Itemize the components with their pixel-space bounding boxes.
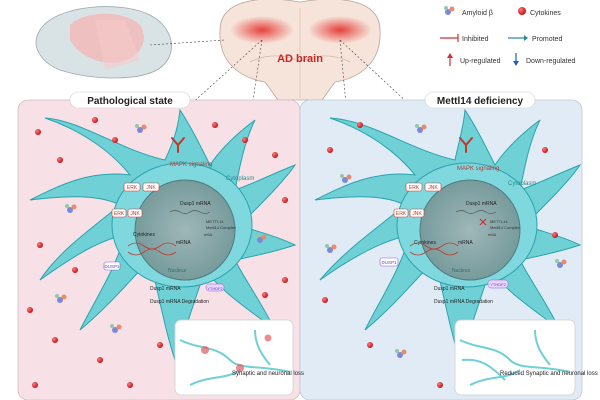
right-dna-helix bbox=[409, 242, 459, 256]
right-cytokines bbox=[322, 122, 558, 388]
left-mrna-label: mRNA bbox=[176, 240, 191, 246]
left-cytokines bbox=[27, 117, 288, 388]
left-dusp1-protein: DUSP1 bbox=[104, 264, 120, 269]
right-cross-icon bbox=[479, 218, 487, 226]
legend-amyloid: Amyloid β bbox=[462, 10, 493, 17]
right-dusp1-mrna-top: Dusp1 mRNA bbox=[466, 201, 497, 207]
left-erk-label: ERK bbox=[127, 185, 138, 191]
left-mettl14-sub: Mettl14 Complex bbox=[206, 225, 236, 230]
right-pjnk-label: JNK bbox=[412, 211, 422, 217]
right-mrna-label: mRNA bbox=[458, 240, 473, 246]
down-arrow-icon bbox=[513, 53, 519, 66]
left-cytokines-label: Cytokines bbox=[133, 232, 155, 238]
mouse-brain-sketch bbox=[35, 6, 172, 79]
left-m6a-label: m6A bbox=[204, 232, 213, 237]
left-nucleus-label: Nucleus bbox=[168, 268, 187, 274]
left-ythdf2-label: YTHDF2 bbox=[207, 286, 223, 291]
left-cytoplasm-label: Cytoplasm bbox=[226, 176, 254, 182]
left-inset-neurons bbox=[179, 329, 291, 386]
left-panel-title: Pathological state bbox=[87, 96, 173, 107]
legend-inhibited: Inhibited bbox=[462, 36, 489, 43]
right-nucleus bbox=[419, 179, 521, 281]
up-arrow-icon bbox=[447, 53, 453, 66]
legend-promoted: Promoted bbox=[532, 36, 562, 43]
right-panel-title: Mettl14 deficiency bbox=[437, 96, 524, 107]
right-m6a-label: m6A bbox=[488, 232, 497, 237]
right-mapk-label: MAPK signaling bbox=[457, 166, 499, 172]
left-mettl14-label: METTL14 bbox=[206, 219, 224, 224]
right-mettl14-sub: Mettl14 Complex bbox=[490, 225, 520, 230]
right-ythdf2-label: YTHDF2 bbox=[490, 282, 506, 287]
coronal-brain-section bbox=[219, 0, 381, 101]
left-nucleus bbox=[134, 179, 236, 281]
right-dusp1-mrna-bottom: Dusp1 mRNA bbox=[434, 286, 465, 292]
right-inset-label: Reduced Synaptic and neuronal loss bbox=[500, 371, 598, 377]
right-inset bbox=[454, 319, 576, 396]
legend: Amyloid β Cytokines Inhibited Promoted U… bbox=[440, 6, 576, 66]
left-dusp1-mrna-top: Dusp1 mRNA bbox=[180, 201, 211, 207]
right-perk-label: ERK bbox=[396, 211, 407, 217]
cytokine-icon bbox=[518, 7, 526, 15]
left-inset-label: Synaptic and neuronal loss bbox=[232, 371, 304, 377]
promoted-icon bbox=[508, 35, 528, 41]
right-erk-label: ERK bbox=[409, 185, 420, 191]
left-receptor-icon bbox=[171, 137, 185, 153]
left-degradation-label: Dusp1 mRNA Degradation bbox=[150, 299, 209, 305]
left-perk-label: ERK bbox=[114, 211, 125, 217]
legend-downregulated: Down-regulated bbox=[526, 58, 576, 65]
legend-upregulated: Up-regulated bbox=[460, 58, 501, 65]
right-cytokines-label: Cytokines bbox=[414, 240, 436, 246]
amyloid-clusters bbox=[55, 124, 567, 358]
left-dusp1-mrna-bottom: Dusp1 mRNA bbox=[150, 286, 181, 292]
right-jnk-label: JNK bbox=[428, 185, 438, 191]
right-inset-neurons bbox=[459, 329, 571, 386]
right-cytoplasm-label: Cytoplasm bbox=[508, 181, 536, 187]
brain-label: AD brain bbox=[277, 53, 323, 65]
right-nucleus-label: Nucleus bbox=[452, 268, 471, 274]
left-jnk-label: JNK bbox=[146, 185, 156, 191]
left-pjnk-label: JNK bbox=[130, 211, 140, 217]
amyloid-icon bbox=[444, 6, 455, 15]
legend-cytokines: Cytokines bbox=[530, 10, 561, 17]
right-dusp1-protein: DUSP1 bbox=[381, 260, 397, 265]
left-inset bbox=[174, 319, 294, 396]
right-degradation-label: Dusp1 mRNA Degradation bbox=[434, 299, 493, 305]
left-mapk-label: MAPK signaling bbox=[170, 162, 212, 168]
right-mettl14-label: METTL14 bbox=[490, 219, 508, 224]
inhibited-icon bbox=[440, 34, 459, 42]
right-receptor-icon bbox=[459, 137, 473, 153]
left-dna-helix bbox=[127, 242, 177, 256]
